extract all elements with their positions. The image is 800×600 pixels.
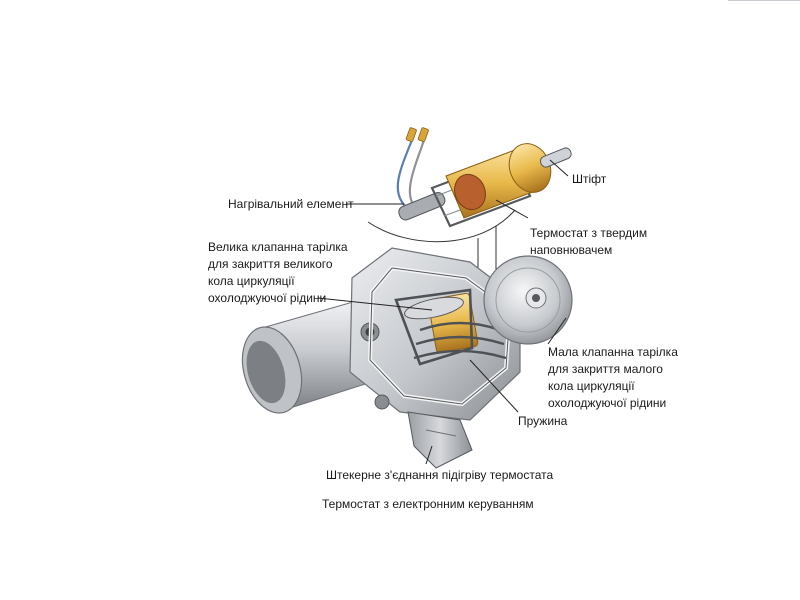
- leader-lines: [317, 159, 569, 465]
- label-small-valve-plate: Мала клапанна тарілка для закриття малог…: [548, 345, 678, 410]
- wire-terminal-right: [417, 127, 429, 142]
- wire-blue: [396, 139, 414, 211]
- copper-core: [454, 173, 486, 211]
- exploded-view-arc: [367, 209, 516, 243]
- connector-plug: [407, 411, 473, 469]
- label-spring: Пружина: [518, 414, 568, 428]
- wax-element-insert: [396, 127, 572, 228]
- label-heating-element: Нагрівальний елемент: [228, 197, 354, 211]
- label-pin: Штіфт: [572, 172, 607, 186]
- valve-assembly: [394, 288, 507, 366]
- label-wax-thermostat: Термостат з твердим наповнювачем: [530, 226, 648, 257]
- pin: [539, 147, 572, 168]
- top-edge-rule: [728, 0, 800, 1]
- mount-hole-bottom: [374, 394, 390, 410]
- leader-connector: [425, 445, 433, 465]
- leader-pin: [549, 159, 569, 177]
- leader-small-valve-plate: [547, 317, 567, 345]
- small-valve-cap: [483, 255, 573, 345]
- wire-terminal-left: [405, 127, 417, 142]
- label-connector: Штекерне з'єднання підігріву термостата: [326, 468, 554, 482]
- diagram-caption: Термостат з електронним керуванням: [322, 497, 534, 511]
- valve-yoke: [394, 288, 474, 366]
- large-valve-plate-disc: [404, 296, 464, 320]
- leader-spring: [469, 359, 519, 413]
- leader-large-valve-plate: [317, 297, 433, 311]
- leader-wax-thermostat: [495, 199, 529, 219]
- label-large-valve-plate: Велика клапанна тарілка для закриття вел…: [208, 240, 348, 305]
- heater-rod: [398, 192, 446, 221]
